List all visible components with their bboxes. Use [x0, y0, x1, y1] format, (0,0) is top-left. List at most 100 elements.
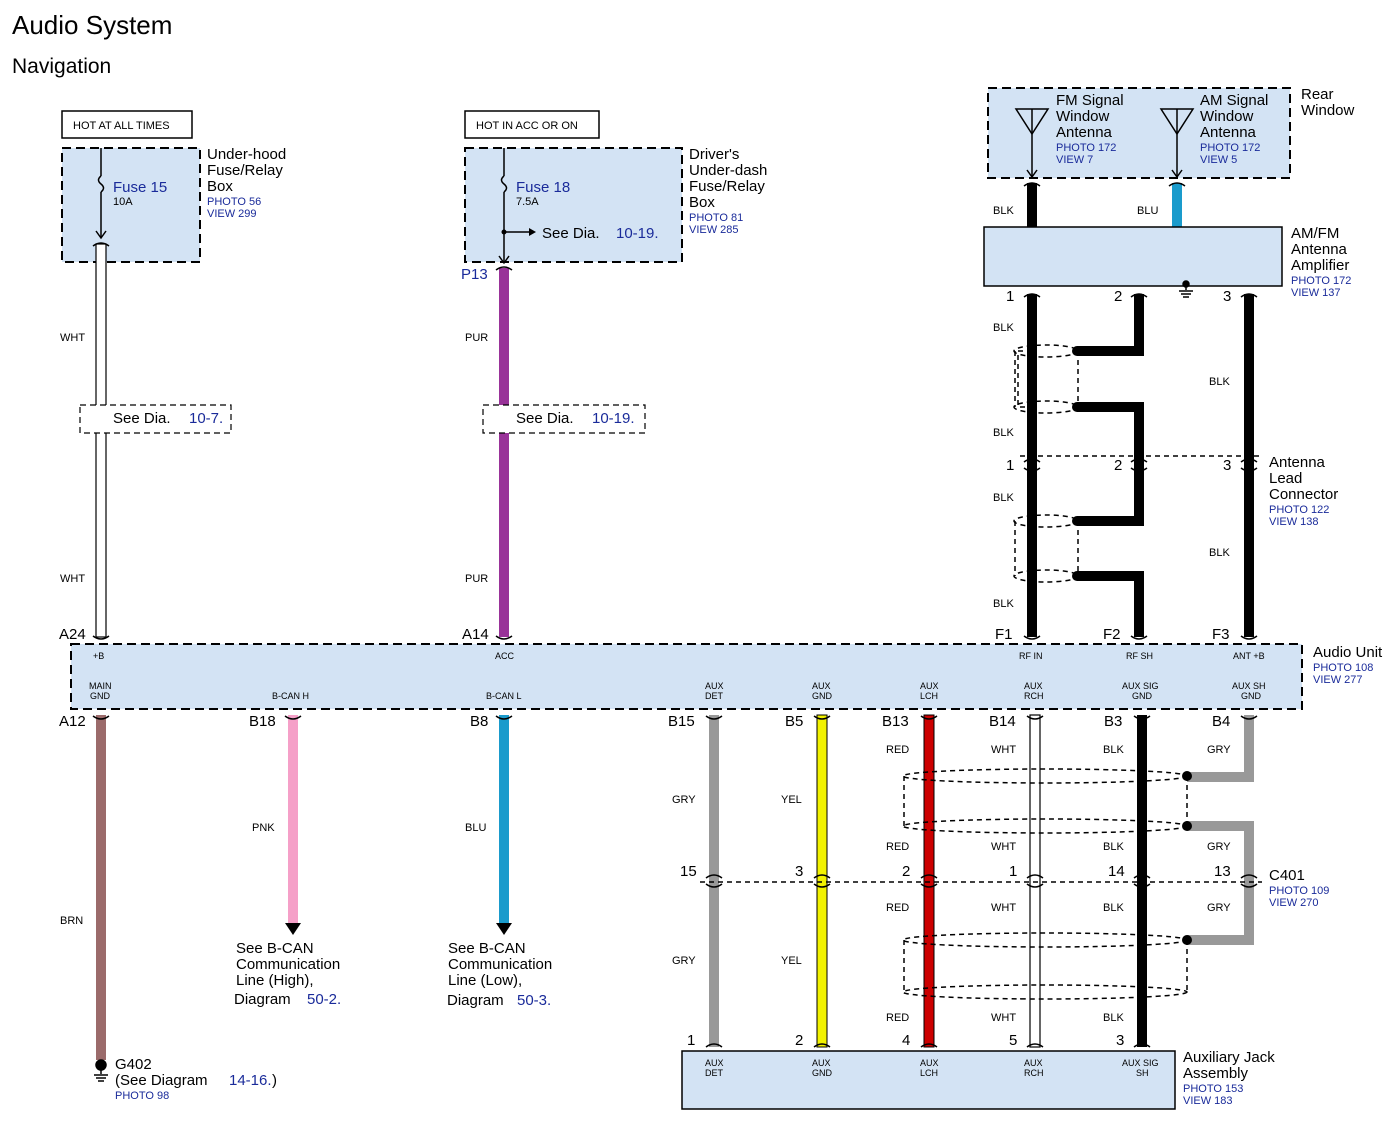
- see-dia-10-19-ref[interactable]: 10-19.: [592, 410, 635, 427]
- pin-a24-name: +B: [93, 651, 104, 661]
- wire-label-wht-2: WHT: [60, 573, 85, 585]
- jack-pin-5-name-1: AUX: [1024, 1058, 1043, 1068]
- bcan-high-label-2: Communication: [236, 956, 340, 973]
- jack-pin-3-name-1: AUX SIG: [1122, 1058, 1159, 1068]
- wire-acc-pur: [499, 268, 509, 637]
- wire-label-wht-4: WHT: [991, 841, 1016, 853]
- bcan-high-ref[interactable]: 50-2.: [307, 991, 341, 1008]
- wire-rf-sh-blk: [1134, 571, 1144, 637]
- branch-arrow-icon: [529, 228, 536, 236]
- fuse-18-branch-ref[interactable]: 10-19.: [616, 225, 659, 242]
- audio-unit-label: Audio Unit: [1313, 644, 1383, 661]
- jack-pin-1-name-1: AUX: [705, 1058, 724, 1068]
- wire-label-pur-2: PUR: [465, 573, 488, 585]
- bcan-low-diagram: Diagram: [447, 992, 504, 1009]
- pin-a14-name: ACC: [495, 651, 515, 661]
- pin-b14-name-2: RCH: [1024, 691, 1044, 701]
- am-antenna-photo: PHOTO 172: [1200, 142, 1260, 154]
- hot-at-all-times-box: [61, 110, 193, 139]
- see-dia-10-7-ref[interactable]: 10-7.: [189, 410, 223, 427]
- wire-label-red-1: RED: [886, 744, 909, 756]
- wire-label-wht-3: WHT: [991, 744, 1016, 756]
- pin-b14-name-1: AUX: [1024, 681, 1043, 691]
- lead-label-1: Antenna: [1269, 454, 1326, 471]
- aux-jack-view: VIEW 183: [1183, 1095, 1233, 1107]
- bcan-high-diagram: Diagram: [234, 991, 291, 1008]
- jack-pin-4: 4: [902, 1032, 910, 1049]
- wire-aux-rch-wht: [1029, 714, 1041, 1048]
- pin-f2-name: RF SH: [1126, 651, 1153, 661]
- dash-box-photo: PHOTO 81: [689, 212, 743, 224]
- wire-label-yel-2: YEL: [781, 955, 802, 967]
- wire-label-gry-2: GRY: [672, 955, 696, 967]
- wire-main-gnd-brn: [96, 715, 106, 1060]
- jack-pin-1: 1: [687, 1032, 695, 1049]
- wire-label-yel-1: YEL: [781, 794, 802, 806]
- am-antenna-label-1: AM Signal: [1200, 92, 1268, 109]
- pin-f3-name: ANT +B: [1233, 651, 1265, 661]
- wire-label-wht-5: WHT: [991, 902, 1016, 914]
- bcan-high-arrow-icon: [285, 923, 301, 935]
- jack-pin-2: 2: [795, 1032, 803, 1049]
- dash-box-label-3: Fuse/Relay: [689, 178, 765, 195]
- pin-b13-name-1: AUX: [920, 681, 939, 691]
- fuse-box-photo: PHOTO 56: [207, 196, 261, 208]
- pin-b13-name-2: LCH: [920, 691, 938, 701]
- aux-jack-label-2: Assembly: [1183, 1065, 1249, 1082]
- amp-label-2: Antenna: [1291, 241, 1348, 258]
- pin-f1-name: RF IN: [1019, 651, 1043, 661]
- pin-b15: B15: [668, 713, 695, 730]
- c401-pin-14: 14: [1108, 863, 1125, 880]
- hot-at-all-times-label: HOT AT ALL TIMES: [73, 120, 170, 132]
- am-antenna-label-2: Window: [1200, 108, 1254, 125]
- jack-pin-2-name-2: GND: [812, 1068, 833, 1078]
- wire-label-blk-4: BLK: [993, 598, 1014, 610]
- audio-unit-photo: PHOTO 108: [1313, 662, 1373, 674]
- fuse-15-icon: [97, 175, 105, 193]
- jack-pin-2-name-1: AUX: [812, 1058, 831, 1068]
- pin-b3: B3: [1104, 713, 1122, 730]
- page-subtitle: Navigation: [12, 55, 111, 78]
- wire-aux-det-gry: [709, 715, 719, 1047]
- wire-label-gry-5: GRY: [1207, 902, 1231, 914]
- wire-aux-gnd-yel: [816, 714, 828, 1048]
- fm-antenna-icon: [1014, 108, 1050, 179]
- aux-jack-label-1: Auxiliary Jack: [1183, 1049, 1275, 1066]
- bcan-high-label-1: See B-CAN: [236, 940, 314, 957]
- c401-pin-3: 3: [795, 863, 803, 880]
- jack-pin-4-name-2: LCH: [920, 1068, 938, 1078]
- lead-label-2: Lead: [1269, 470, 1302, 487]
- wire-label-red-2: RED: [886, 841, 909, 853]
- bcan-low-ref[interactable]: 50-3.: [517, 992, 551, 1009]
- dash-box-label-2: Under-dash: [689, 162, 767, 179]
- lead-pin-3: 3: [1223, 457, 1231, 474]
- rear-window-label-1: Rear: [1301, 86, 1334, 103]
- amp-label-1: AM/FM: [1291, 225, 1339, 242]
- wire-label-gry-4: GRY: [1207, 841, 1231, 853]
- pin-b8: B8: [470, 713, 488, 730]
- wire-label-blk-7: BLK: [1103, 744, 1124, 756]
- amp-label-3: Amplifier: [1291, 257, 1349, 274]
- lead-photo: PHOTO 122: [1269, 504, 1329, 516]
- wire-label-blk-10: BLK: [1103, 1012, 1124, 1024]
- pin-f1: F1: [995, 626, 1013, 643]
- fm-antenna-view: VIEW 7: [1056, 154, 1093, 166]
- wire-ant-b-blk: [1244, 294, 1254, 637]
- wire-fm-blk: [1027, 183, 1037, 227]
- dash-box-label-4: Box: [689, 194, 715, 211]
- fuse-15-rating: 10A: [113, 196, 133, 208]
- pin-a14: A14: [462, 626, 489, 643]
- ground-see-ref[interactable]: 14-16.: [229, 1072, 272, 1089]
- pin-p13: P13: [461, 266, 488, 283]
- wire-label-blk-3: BLK: [993, 492, 1014, 504]
- pin-b18: B18: [249, 713, 276, 730]
- jack-pin-4-name-1: AUX: [920, 1058, 939, 1068]
- wire-bcan-l-blu: [499, 715, 509, 923]
- am-fm-amplifier: [983, 226, 1283, 287]
- fuse-box-label-2: Fuse/Relay: [207, 162, 283, 179]
- bcan-low-label-2: Communication: [448, 956, 552, 973]
- page-title: Audio System: [12, 10, 172, 40]
- c401-name: C401: [1269, 867, 1305, 884]
- pin-b4-name-2: GND: [1241, 691, 1262, 701]
